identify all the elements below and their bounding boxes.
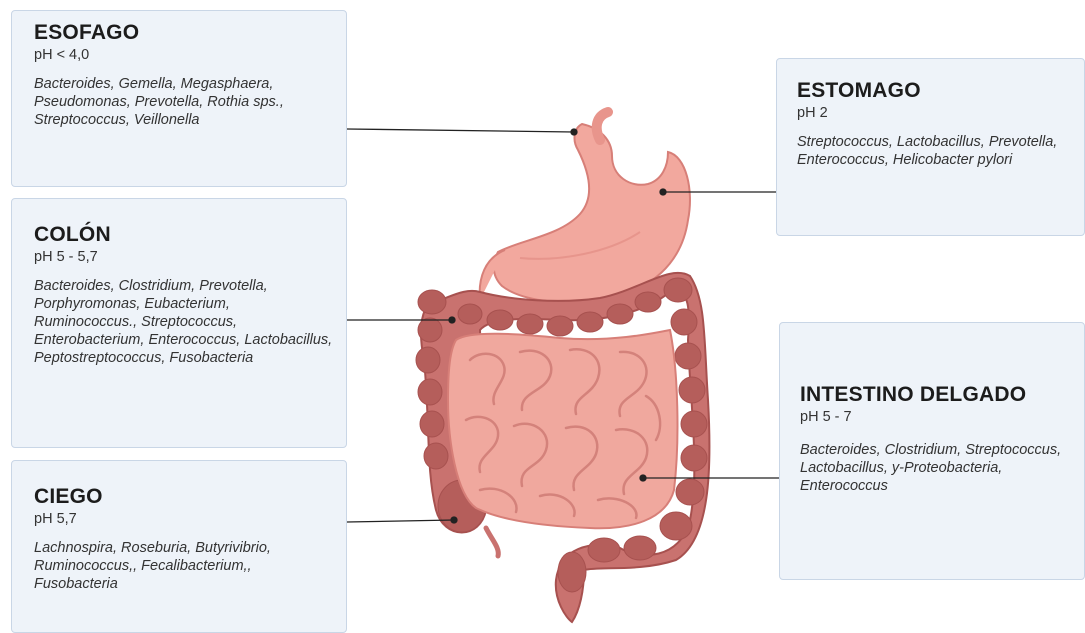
colon-info-box: COLÓN pH 5 - 5,7 Bacteroides, Clostridiu… xyxy=(11,198,347,448)
colon-ph: pH 5 - 5,7 xyxy=(34,249,334,265)
colon-bacteria: Bacteroides, Clostridium, Prevotella, Po… xyxy=(34,277,334,367)
pointer-dot-colon xyxy=(449,317,455,323)
estomago-ph: pH 2 xyxy=(797,105,1072,121)
intestino-bacteria: Bacteroides, Clostridium, Streptococcus,… xyxy=(800,441,1072,495)
intestino-ph: pH 5 - 7 xyxy=(800,409,1072,425)
pointer-dot-esofago xyxy=(571,129,577,135)
ciego-title: CIEGO xyxy=(34,485,334,509)
pointer-dot-ciego xyxy=(451,517,457,523)
colon-title: COLÓN xyxy=(34,223,334,247)
stomach-illustration xyxy=(480,112,690,302)
esofago-title: ESOFAGO xyxy=(34,21,334,45)
ciego-bacteria: Lachnospira, Roseburia, Butyrivibrio, Ru… xyxy=(34,539,334,593)
ciego-ph: pH 5,7 xyxy=(34,511,334,527)
intestino-title: INTESTINO DELGADO xyxy=(800,383,1072,407)
intestino-delgado-info-box: INTESTINO DELGADO pH 5 - 7 Bacteroides, … xyxy=(779,322,1085,580)
estomago-info-box: ESTOMAGO pH 2 Streptococcus, Lactobacill… xyxy=(776,58,1085,236)
pointer-dot-intestino xyxy=(640,475,646,481)
leader-line-ciego xyxy=(347,520,454,522)
esofago-info-box: ESOFAGO pH < 4,0 Bacteroides, Gemella, M… xyxy=(11,10,347,187)
leader-line-esofago xyxy=(347,129,574,132)
ciego-info-box: CIEGO pH 5,7 Lachnospira, Roseburia, But… xyxy=(11,460,347,633)
esofago-bacteria: Bacteroides, Gemella, Megasphaera, Pseud… xyxy=(34,75,334,129)
estomago-bacteria: Streptococcus, Lactobacillus, Prevotella… xyxy=(797,133,1072,169)
estomago-title: ESTOMAGO xyxy=(797,79,1072,103)
small-intestine-illustration xyxy=(448,330,677,528)
pointer-dot-estomago xyxy=(660,189,666,195)
esofago-ph: pH < 4,0 xyxy=(34,47,334,63)
